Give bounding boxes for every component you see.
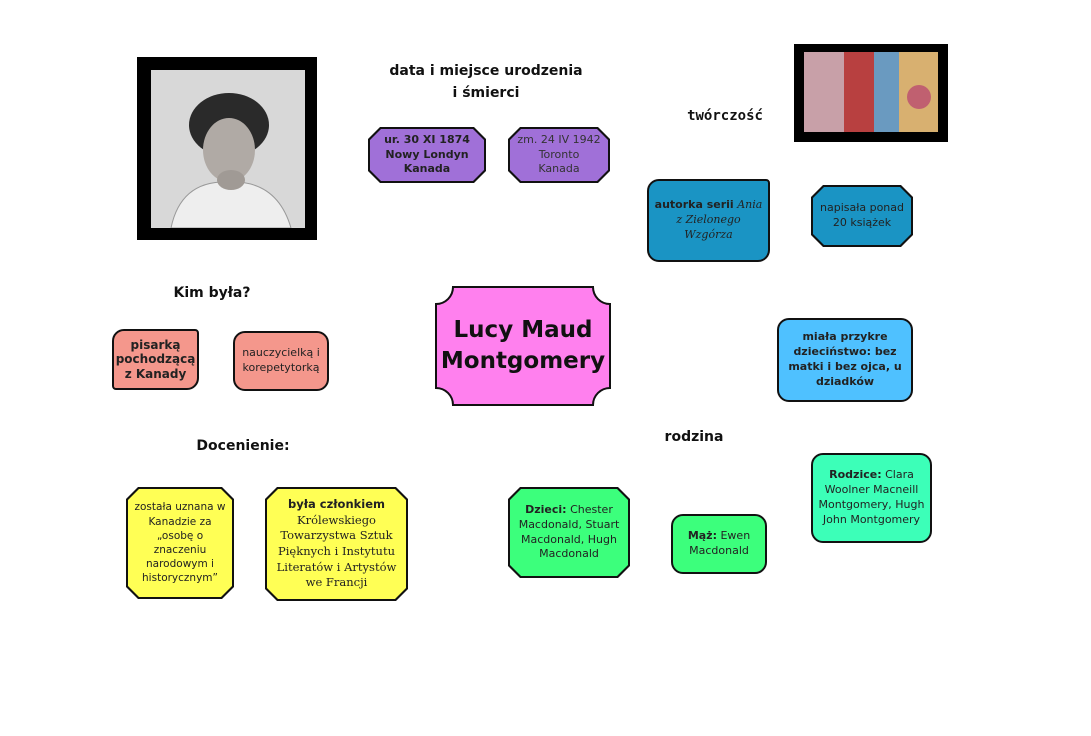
parents-node[interactable]: Rodzice: Clara Woolner Macneill Montgome… [811,453,932,543]
membership-node[interactable]: była członkiem Królewskiego Towarzystwa … [265,487,408,601]
writer-node[interactable]: pisarką pochodzącą z Kanady [112,329,199,390]
children-label: Dzieci: [525,502,567,516]
series-title: Ania z Zielonego Wzgórza [676,198,763,241]
birth-date: ur. 30 XI 1874 [384,132,470,146]
children-node[interactable]: Dzieci: Chester Macdonald, Stuart Macdon… [508,487,630,578]
central-title-line1: Lucy Maud [453,317,593,343]
national-recognition-text: została uznana w Kanadzie za „osobę o zn… [134,501,226,585]
heading-recognition: Docenienie: [196,438,290,454]
central-shape [435,286,611,406]
books-photo [794,44,948,142]
birth-place: Nowy Londyn [385,147,469,161]
central-topic[interactable]: Lucy Maud Montgomery [435,286,611,406]
heading-birth-death: data i miejsce urodzenia i śmierci [389,63,583,101]
heading-works: twórczość [687,108,763,124]
husband-node[interactable]: Mąż: Ewen Macdonald [671,514,767,574]
series-prefix: autorka serii [654,198,734,212]
parents-label: Rodzice: [829,468,882,482]
teacher-node[interactable]: nauczycielką i korepetytorką [233,331,329,391]
heading-who: Kim była? [173,285,251,301]
children-text: Chester Macdonald, Stuart Macdonald, Hug… [518,502,620,561]
husband-label: Mąż: [687,529,717,543]
books-count-node[interactable]: napisała ponad 20 książek [811,185,913,247]
books-image [804,52,938,132]
childhood-text: miała przykre dzieciństwo: bez matki i b… [788,330,902,388]
death-country: Kanada [538,162,580,176]
death-date: zm. 24 IV 1942 [517,132,601,146]
childhood-node[interactable]: miała przykre dzieciństwo: bez matki i b… [777,318,913,402]
death-place: Toronto [538,147,580,161]
husband-text: Ewen Macdonald [689,529,751,557]
series-node[interactable]: autorka serii Ania z Zielonego Wzgórza [647,179,770,262]
heading-family: rodzina [664,429,724,445]
birth-country: Kanada [403,162,451,176]
central-title-line2: Montgomery [440,348,606,374]
portrait-photo [137,57,317,240]
membership-prefix: była członkiem [288,497,385,512]
parents-text: Clara Woolner Macneill Montgomery, Hugh … [818,468,925,526]
writer-text: pisarką pochodzącą z Kanady [115,337,196,381]
national-recognition-node[interactable]: została uznana w Kanadzie za „osobę o zn… [126,487,234,599]
teacher-text: nauczycielką i korepetytorką [242,346,320,374]
membership-text: Królewskiego Towarzystwa Sztuk Pięknych … [276,512,397,590]
portrait-image [151,70,305,228]
books-count-text: napisała ponad 20 książek [820,201,904,229]
